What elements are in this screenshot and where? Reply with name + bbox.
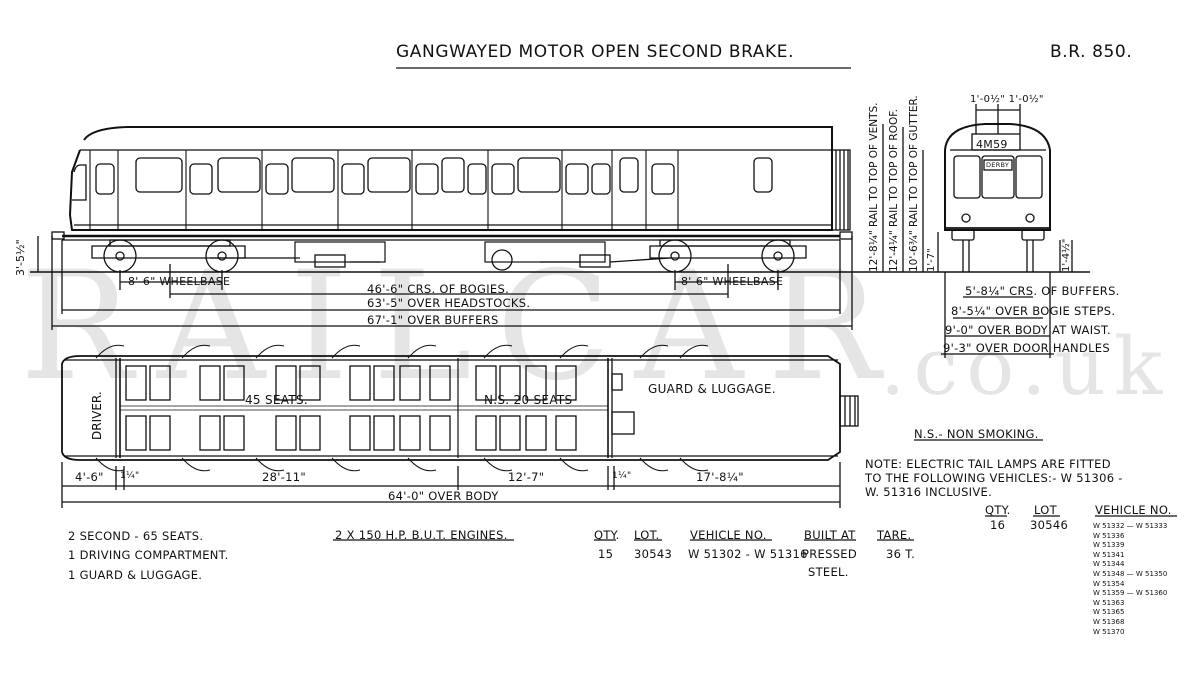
dim-saloon-45: 28'-11" bbox=[262, 470, 306, 484]
bogie-right bbox=[649, 239, 807, 273]
table1-vehicle: W 51302 - W 51316 bbox=[688, 547, 808, 561]
note-line-3: W. 51316 INCLUSIVE. bbox=[865, 485, 993, 499]
dim-bogie-centres: 46'-6" CRS. OF BOGIES. bbox=[367, 282, 510, 296]
dim-bogie-steps: 8'-5¼" OVER BOGIE STEPS. bbox=[951, 304, 1116, 318]
table1-header-built: BUILT AT bbox=[804, 528, 856, 542]
dim-rail-top-gutter: 10'-6¾" RAIL TO TOP OF GUTTER. bbox=[908, 95, 920, 272]
destination-blind: DERBY bbox=[986, 161, 1010, 169]
list-item: W 51363 bbox=[1093, 598, 1125, 607]
list-item: W 51341 bbox=[1093, 550, 1125, 559]
table1-header-lot: LOT. bbox=[634, 528, 660, 542]
side-elevation bbox=[30, 126, 1090, 330]
accommodation-seats: 2 SECOND - 65 SEATS. bbox=[68, 529, 204, 543]
table1-tare: 36 T. bbox=[886, 547, 916, 561]
list-item: W 51348 — W 51350 bbox=[1093, 569, 1168, 578]
ns-note: N.S.- NON SMOKING. bbox=[914, 427, 1039, 441]
list-item: W 51344 bbox=[1093, 560, 1125, 569]
table1-header-vehicle: VEHICLE No. bbox=[690, 528, 767, 542]
table1-header-qty: QTY. bbox=[594, 528, 620, 542]
table2-qty: 16 bbox=[990, 518, 1006, 532]
label-driver: DRIVER. bbox=[90, 391, 104, 440]
dim-step-height: 1'-7" bbox=[926, 248, 937, 272]
headcode-display: 4M59 bbox=[976, 138, 1008, 151]
label-guard-luggage: GUARD & LUGGAGE. bbox=[648, 382, 776, 396]
dim-wheelbase-left: 8'-6" WHEELBASE bbox=[128, 275, 231, 288]
list-item: W 51365 bbox=[1093, 608, 1125, 617]
dim-partition-1: 1¼" bbox=[120, 471, 140, 481]
dim-buffer-height: 1'-4½" bbox=[1061, 238, 1072, 272]
accommodation-guard: 1 GUARD & LUGGAGE. bbox=[68, 568, 203, 582]
diagram-number: B.R. 850. bbox=[1050, 42, 1133, 62]
dim-height-buffer: 3'-5½" bbox=[14, 239, 27, 276]
dim-door-handles: 9'-3" OVER DOOR HANDLES bbox=[943, 341, 1110, 355]
dim-rail-top-vents: 12'-8¼" RAIL TO TOP OF VENTS. bbox=[868, 102, 880, 273]
list-item: W 51354 bbox=[1093, 579, 1125, 588]
table1-built-at: PRESSED bbox=[802, 547, 858, 561]
dim-rail-top-roof: 12'-4¼" RAIL TO TOP OF ROOF. bbox=[888, 109, 900, 272]
dim-wheelbase-right: 8'-6" WHEELBASE bbox=[681, 275, 784, 288]
accommodation-driving: 1 DRIVING COMPARTMENT. bbox=[68, 548, 229, 562]
dim-top-centres: 1'-0½" 1'-0½" bbox=[970, 94, 1044, 105]
drawing-title: GANGWAYED MOTOR OPEN SECOND BRAKE. bbox=[396, 42, 795, 62]
dim-guard-length: 17'-8¼" bbox=[696, 470, 744, 484]
table2-header-qty: QTY. bbox=[985, 503, 1011, 517]
dim-body-waist: 9'-0" OVER BODY AT WAIST. bbox=[945, 323, 1111, 337]
dim-driver-length: 4'-6" bbox=[75, 470, 104, 484]
table2-header-lot: LOT bbox=[1034, 503, 1057, 517]
note-line-2: TO THE FOLLOWING VEHICLES:- W 51306 - bbox=[865, 471, 1123, 485]
table1-qty: 15 bbox=[598, 547, 614, 561]
note-line-1: NOTE: ELECTRIC TAIL LAMPS ARE FITTED bbox=[865, 457, 1111, 471]
table2-header-vehicle: VEHICLE No. bbox=[1095, 503, 1172, 517]
list-item: W 51336 bbox=[1093, 531, 1125, 540]
table1-lot: 30543 bbox=[634, 547, 673, 561]
label-45-seats: 45 SEATS. bbox=[245, 393, 309, 407]
table2-vehicle-list: W 51332 — W 51333 W 51336 W 51339 W 5134… bbox=[1093, 522, 1167, 637]
dim-buffer-centres: 5'-8¼" CRS. OF BUFFERS. bbox=[965, 284, 1120, 298]
list-item: W 51370 bbox=[1093, 627, 1125, 636]
list-item: W 51339 bbox=[1093, 541, 1125, 550]
plan-view bbox=[61, 344, 859, 508]
dim-saloon-ns: 12'-7" bbox=[508, 470, 545, 484]
engines: 2 X 150 H.P. B.U.T. ENGINES. bbox=[335, 528, 508, 542]
dim-over-body: 64'-0" OVER BODY bbox=[388, 489, 499, 503]
label-ns-seats: N.S. 20 SEATS bbox=[484, 393, 573, 407]
table2-lot: 30546 bbox=[1030, 518, 1069, 532]
bogie-left bbox=[91, 239, 246, 273]
table1-header-tare: TARE. bbox=[877, 528, 912, 542]
list-item: W 51368 bbox=[1093, 617, 1125, 626]
list-item: W 51359 — W 51360 bbox=[1093, 589, 1168, 598]
dim-over-headstocks: 63'-5" OVER HEADSTOCKS. bbox=[367, 296, 531, 310]
list-item: W 51332 — W 51333 bbox=[1093, 522, 1168, 530]
end-elevation bbox=[882, 104, 1073, 358]
dim-partition-2: 1¼" bbox=[612, 471, 632, 481]
dim-over-buffers: 67'-1" OVER BUFFERS bbox=[367, 313, 499, 327]
table1-built-at-2: STEEL. bbox=[808, 565, 849, 579]
